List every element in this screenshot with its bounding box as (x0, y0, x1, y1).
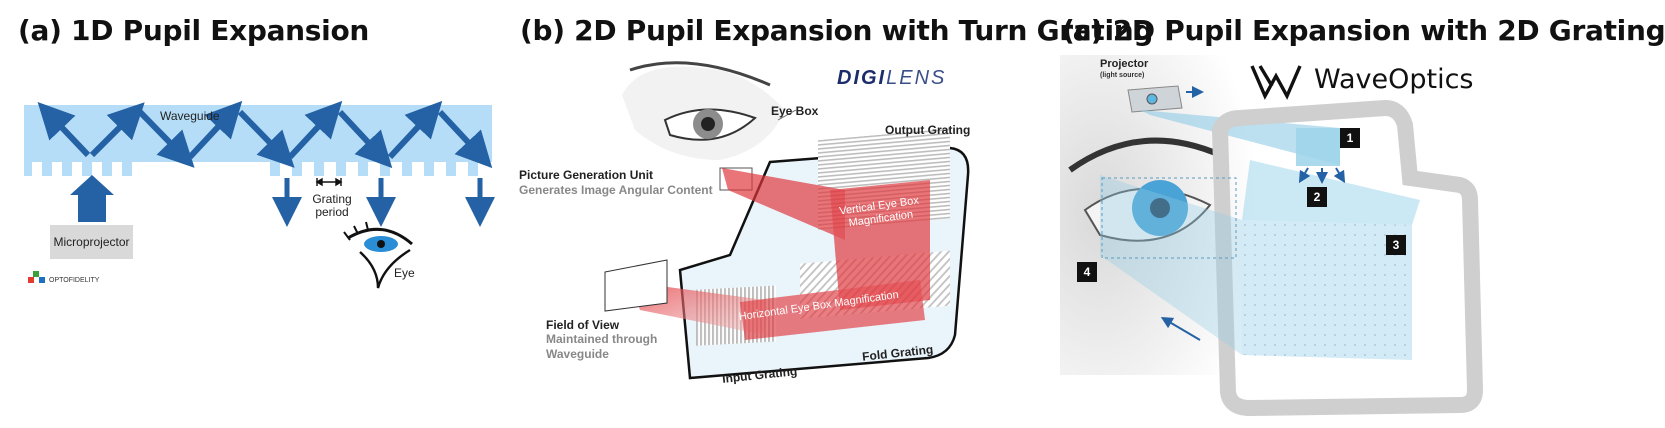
expansion-arrows (1298, 167, 1346, 184)
digilens-brand-bold: DIGI (837, 67, 887, 89)
eye-box-label: Eye Box (771, 104, 819, 118)
input-grating-block (1296, 128, 1340, 166)
eyebox-dashed (1101, 177, 1237, 259)
output-grating-label: Output Grating (885, 123, 971, 137)
panel-c-diagram (1060, 55, 1484, 417)
eye-illustration-c (1068, 137, 1222, 242)
grating-volume (1242, 220, 1412, 360)
microprojector-box (50, 225, 133, 259)
optofidelity-brand: OPTOFIDELITY (49, 277, 100, 284)
panel-a-diagram (24, 100, 495, 289)
projector-sublabel: (light source) (1100, 72, 1145, 79)
eye-icon (343, 221, 413, 289)
digilens-brand-light: LENS (886, 67, 947, 89)
input-arrow (70, 175, 114, 222)
optofidelity-logo (28, 271, 45, 283)
panel-b-title: (b) 2D Pupil Expansion with Turn Grating (520, 14, 1154, 47)
panel-b-diagram (604, 61, 970, 380)
output-beam (1100, 175, 1242, 355)
badge-4 (1077, 262, 1097, 282)
waveoptics-brand: WaveOptics (1314, 64, 1474, 95)
fov-sublabel: Maintained through Waveguide (546, 332, 657, 362)
propagation-arrows (37, 100, 493, 169)
digilens-logo: DIGILENS (837, 67, 946, 90)
badge-3 (1386, 235, 1406, 255)
grating-period-line1: Grating (312, 192, 352, 206)
panel-c-title: (c) 2D Pupil Expansion with 2D Grating (1062, 14, 1665, 47)
eye-sketch-b (622, 61, 785, 160)
waveguide-label: Waveguide (160, 109, 220, 123)
field-of-view-frame (604, 259, 668, 312)
grating-period-line2: period (315, 205, 349, 219)
pgu-label: Picture Generation Unit (519, 168, 654, 182)
output-arrows (272, 178, 495, 227)
waveguide-frame (1211, 99, 1484, 417)
fov-sub-line1: Maintained through (546, 332, 658, 346)
panel-a-title: (a) 1D Pupil Expansion (18, 14, 370, 47)
return-arrow (1160, 316, 1201, 341)
fov-sub-line2: Waveguide (546, 347, 609, 361)
badge-4-label: 4 (1083, 265, 1091, 279)
badge-3-label: 3 (1392, 238, 1400, 252)
grating-teeth (24, 162, 478, 176)
grating-period-label: Grating period (310, 193, 354, 219)
badge-1 (1340, 128, 1360, 148)
eye-label: Eye (394, 266, 415, 280)
grating-volume-top (1242, 160, 1420, 225)
grating-period-indicator (315, 177, 343, 187)
badge-2-label: 2 (1313, 190, 1321, 204)
pgu-sublabel: Generates Image Angular Content (519, 183, 713, 197)
waveoptics-logo-mark (1250, 65, 1302, 100)
projector-device (1127, 85, 1183, 113)
projector-label: Projector (1100, 58, 1149, 70)
input-beam (1140, 110, 1340, 165)
fov-label: Field of View (546, 318, 620, 332)
microprojector-label: Microprojector (53, 235, 130, 249)
badge-2 (1307, 187, 1327, 207)
badge-1-label: 1 (1346, 131, 1354, 145)
